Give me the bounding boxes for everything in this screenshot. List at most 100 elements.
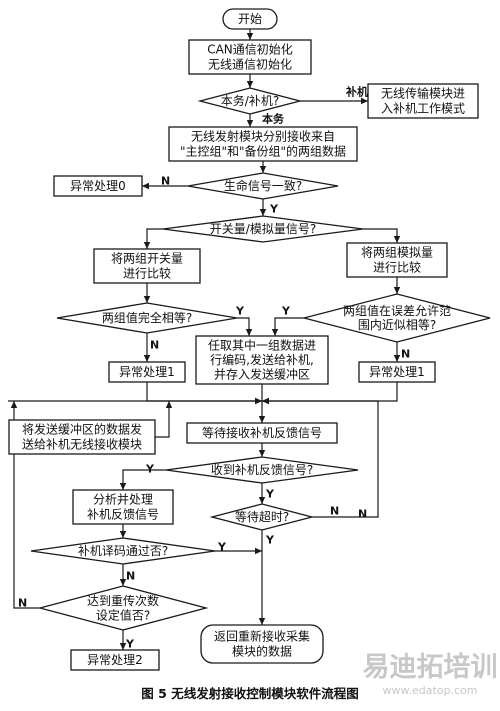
decision-shape [165,456,359,484]
node-text: 本务/补机? [221,93,279,108]
node-decode: 补机译码通过否? [30,537,216,565]
node-text: 设定值否? [96,607,150,622]
process-shape [186,422,338,444]
node-text: 返回重新接收采集 [214,629,310,644]
node-text: 收到补机反馈信号? [211,463,313,477]
edge-label-y-retry: Y [125,638,135,651]
edge-label-n-got: N [358,508,367,521]
edge-label-y-sw: Y [235,305,245,318]
node-text: 围内近似相等? [358,318,436,332]
node-text: 两组值在误差允许范 [343,303,451,318]
flow-arrow [363,228,401,243]
edge-label-y-decode: Y [217,541,227,554]
process-shape [346,242,448,278]
node-err2: 异常处理2 [70,649,160,671]
decision-shape [197,87,303,115]
node-err0: 异常处理0 [53,175,143,197]
node-err1b: 异常处理1 [358,361,436,383]
edge-label-y-got: Y [265,488,275,501]
node-text: 将两组模拟量 [361,246,433,260]
node-eq-sw: 两组值完全相等? [56,302,238,334]
node-text: 开始 [238,12,262,26]
node-text: 无线发射模块分别接收来自 [191,129,335,144]
decision-shape [56,302,238,334]
node-timeout: 等待超时? [209,503,315,531]
node-got-fb: 收到补机反馈信号? [165,456,359,484]
node-text: 将发送缓冲区的数据发 [22,422,142,437]
node-text: 将两组开关量 [111,252,183,266]
edge-label-n-an: N [401,348,410,361]
node-text: 补机译码通过否? [78,544,168,558]
edge-label-n-timeout: N [330,505,339,518]
process-shape [188,39,312,75]
edge-label-y-life: Y [269,203,279,216]
process-shape [358,361,436,383]
flow-arrow [10,401,40,609]
decision-shape [303,293,491,343]
node-life: 生命信号一致? [187,172,339,200]
edge-label-n-life: N [161,175,170,188]
node-wait: 等待接收补机反馈信号 [186,422,338,444]
node-text: 生命信号一致? [224,178,302,193]
node-text: 无线通信初始化 [208,58,292,72]
process-shape [70,649,160,671]
node-text: 等待接收补机反馈信号 [202,425,322,440]
flow-arrow [155,401,173,438]
decision-shape [37,585,209,631]
flow-arrow [262,382,398,405]
node-start: 开始 [222,8,278,30]
node-recv: 无线发射模块分别接收来自"主控组"和"备份组"的两组数据 [168,126,358,162]
node-text: 异常处理2 [87,653,143,667]
node-text: 入补机工作模式 [381,102,465,116]
node-err1a: 异常处理1 [108,361,186,383]
edge-label-n-retry: N [18,597,27,610]
watermark-url: www.edatop.com [383,684,478,697]
edge-label-y-resend: Y [145,463,155,476]
node-text: CAN通信初始化 [207,43,293,57]
process-shape [8,419,156,455]
figure-caption: 图 5 无线发射接收控制模块软件流程图 [141,686,358,701]
node-type: 开关量/模拟量信号? [162,215,364,243]
node-text: 分析并处理 [93,493,153,507]
edge-label-n-sw: N [150,339,159,352]
terminal-shape [222,8,278,30]
node-text: 异常处理1 [369,365,425,379]
node-text: 进行比较 [373,260,421,275]
node-text: "主控组"和"备份组"的两组数据 [180,144,346,159]
edge-label-y-an: Y [281,305,291,318]
process-shape [195,335,329,385]
decision-shape [209,503,315,531]
flow-arrow [262,397,379,518]
process-shape [93,248,201,284]
node-text: 异常处理1 [119,365,175,379]
watermark-brand: 易迪拓培训 [363,652,498,683]
flow-arrow [271,317,304,336]
terminal-shape [200,624,324,664]
process-shape [108,361,186,383]
edge-label-slave: 补机 [345,85,368,99]
edge-label-n-decode: N [126,570,135,583]
node-text: 等待超时? [235,509,289,524]
process-shape [72,489,174,525]
node-text: 达到重传次数 [87,593,159,608]
decision-shape [30,537,216,565]
flow-arrow [119,469,166,490]
edge-label-y-timeout: Y [265,534,275,547]
node-text: 无线传输模块进 [381,86,465,101]
node-text: 模块的数据 [232,644,292,659]
node-text: 两组值完全相等? [102,310,192,325]
process-shape [367,83,479,119]
process-shape [168,126,358,162]
node-text: 送给补机无线接收模块 [22,437,142,452]
node-text: 并存入发送缓冲区 [214,367,310,382]
